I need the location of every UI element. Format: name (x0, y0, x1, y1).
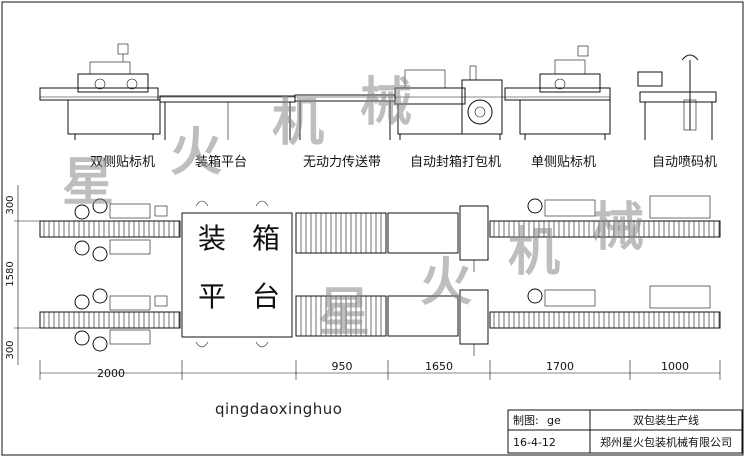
watermark-bottom-3: 机 (508, 222, 560, 283)
watermark-top-1: 星 (62, 152, 114, 213)
label-single-side-labeler: 单侧贴标机 (531, 155, 596, 170)
upper-exit-conveyor (489, 220, 721, 238)
upper-single-labeler-head (527, 198, 596, 217)
platform-char-xiang: 箱 (252, 222, 280, 255)
dim-labeler-1700: 1700 (546, 360, 574, 373)
dim-platform-2000: 2000 (97, 367, 125, 380)
watermark-bottom-4: 械 (592, 197, 644, 258)
watermark-top-4: 械 (360, 72, 412, 133)
dim-sealer-1650: 1650 (425, 360, 453, 373)
watermark-top-2: 火 (170, 122, 222, 183)
watermark-bottom-1: 星 (318, 282, 370, 343)
case-sealer-strapper-elevation (394, 65, 503, 140)
dim-conveyor-950: 950 (332, 360, 353, 373)
lower-double-labeler-heads (74, 288, 168, 352)
dim-coder-1000: 1000 (661, 360, 689, 373)
signature: qingdaoxinghuo (215, 400, 342, 418)
label-packing-platform: 装箱平台 (195, 154, 247, 170)
label-inkjet-coder: 自动喷码机 (652, 155, 717, 170)
watermark-top-3: 机 (272, 92, 324, 153)
lower-labeler-conveyor (39, 311, 181, 329)
label-unpowered-conveyor: 无动力传送带 (303, 155, 381, 170)
horizontal-dimensions: 2000 950 1650 1700 1000 (39, 360, 721, 380)
upper-case-sealer (387, 212, 459, 254)
upper-double-labeler-heads (74, 198, 168, 262)
platform-char-zhuang: 装 (198, 222, 226, 255)
watermark-bottom-2: 火 (420, 252, 472, 313)
packing-platform-plan (181, 212, 293, 338)
label-double-side-labeler: 双侧贴标机 (90, 155, 155, 170)
plan-view: 装 箱 平 台 (39, 195, 721, 356)
platform-char-ping: 平 (198, 280, 226, 313)
upper-inkjet-coder (649, 195, 711, 219)
drawn-by: ge (547, 414, 561, 427)
double-side-labeler-elevation (39, 43, 161, 140)
single-side-labeler-elevation (504, 45, 611, 140)
dim-mid-1580: 1580 (5, 261, 16, 286)
platform-char-tai: 台 (252, 280, 280, 313)
company-name: 郑州星火包装机械有限公司 (600, 435, 732, 449)
elevation-view (39, 43, 717, 140)
inkjet-coder-elevation (637, 54, 717, 140)
lower-case-sealer (387, 295, 459, 337)
drawn-by-label: 制图: (513, 414, 539, 427)
title-block: 制图: ge 16-4-12 双包装生产线 郑州星火包装机械有限公司 (507, 409, 743, 454)
dim-bottom-300: 300 (5, 340, 16, 359)
watermark: 星 火 机 械 星 火 机 械 (62, 72, 644, 343)
dim-top-300: 300 (5, 195, 16, 214)
lower-exit-conveyor (489, 311, 721, 329)
lower-single-labeler-head (527, 288, 596, 307)
vertical-dimensions: 300 1580 300 (5, 185, 40, 365)
lower-inkjet-coder (649, 285, 711, 309)
drawing-date: 16-4-12 (513, 436, 556, 449)
drawing-title: 双包装生产线 (633, 413, 699, 427)
upper-labeler-conveyor (39, 220, 181, 238)
label-case-sealer-strapper: 自动封箱打包机 (410, 154, 501, 170)
